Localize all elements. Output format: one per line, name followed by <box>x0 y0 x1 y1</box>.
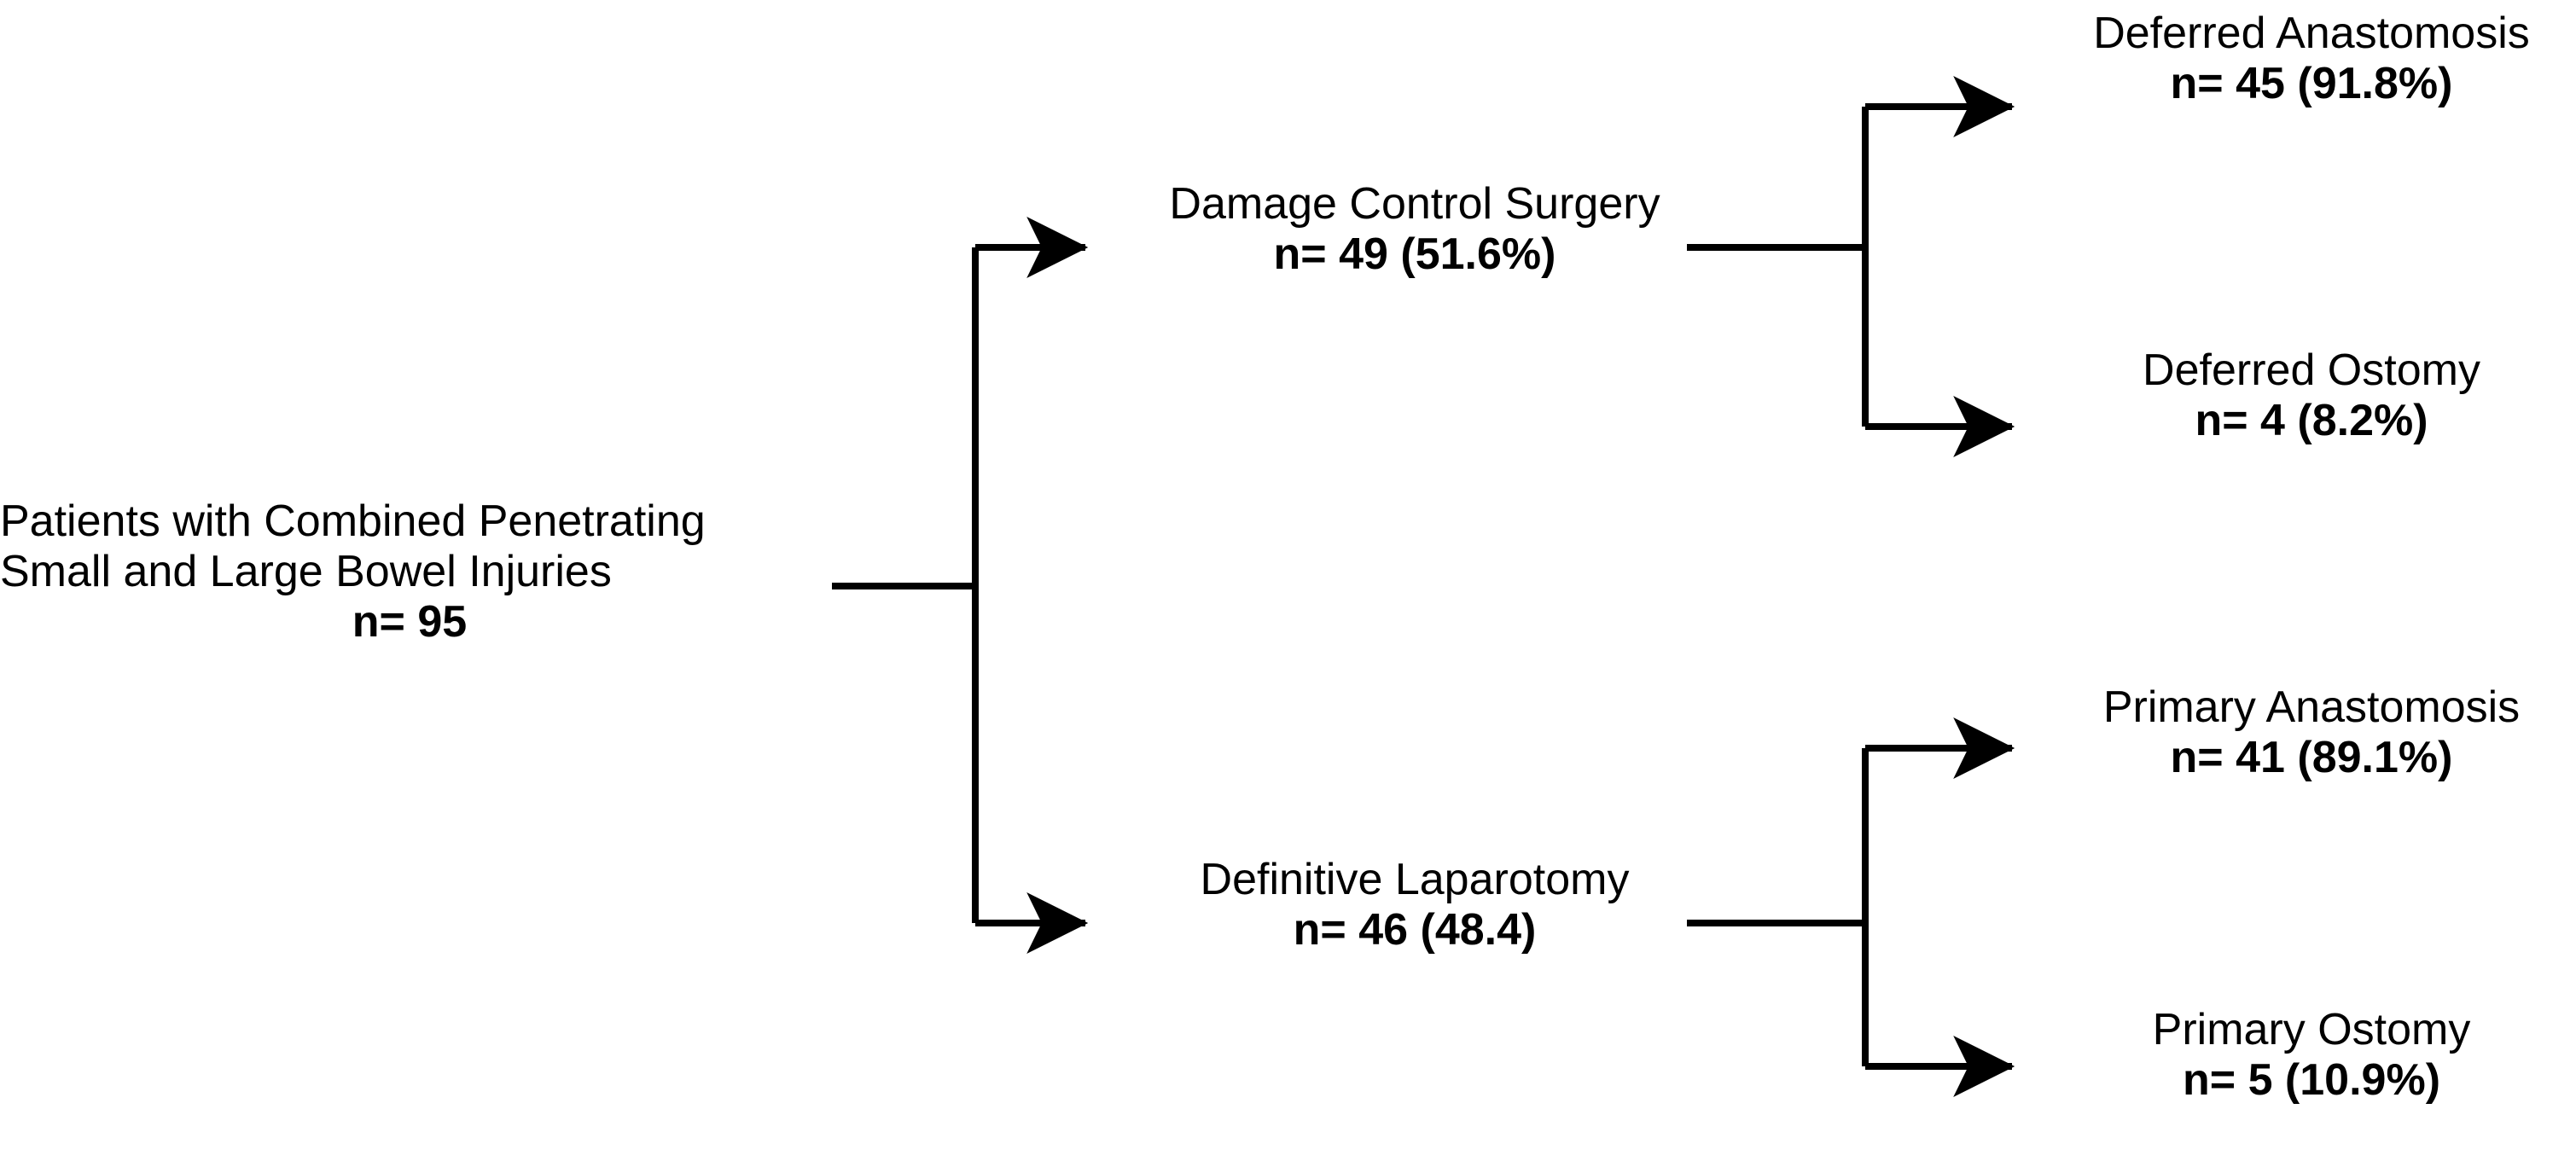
node-deferred-ostomy: Deferred Ostomy n= 4 (8.2%) <box>2051 346 2572 446</box>
node-deferred-anastomosis: Deferred Anastomosis n= 45 (91.8%) <box>2051 9 2572 109</box>
node-root: Patients with Combined Penetrating Small… <box>0 496 819 647</box>
node-definitive-laparotomy-title: Definitive Laparotomy <box>1200 855 1630 904</box>
node-damage-control-surgery: Damage Control Surgery n= 49 (51.6%) <box>1125 179 1705 280</box>
node-root-title-line1: Patients with Combined Penetrating <box>0 496 706 546</box>
node-damage-control-surgery-count: n= 49 (51.6%) <box>1273 229 1556 279</box>
node-deferred-anastomosis-count: n= 45 (91.8%) <box>2170 58 2453 108</box>
node-root-title-line2: Small and Large Bowel Injuries <box>0 546 612 596</box>
node-damage-control-surgery-title: Damage Control Surgery <box>1169 179 1660 229</box>
node-primary-anastomosis: Primary Anastomosis n= 41 (89.1%) <box>2051 682 2572 783</box>
node-primary-ostomy-count: n= 5 (10.9%) <box>2182 1054 2441 1105</box>
node-primary-ostomy-title: Primary Ostomy <box>2152 1005 2471 1054</box>
node-deferred-anastomosis-title: Deferred Anastomosis <box>2093 9 2530 58</box>
node-deferred-ostomy-count: n= 4 (8.2%) <box>2195 395 2428 445</box>
node-primary-anastomosis-count: n= 41 (89.1%) <box>2170 732 2453 782</box>
node-definitive-laparotomy: Definitive Laparotomy n= 46 (48.4) <box>1125 855 1705 955</box>
node-primary-anastomosis-title: Primary Anastomosis <box>2102 682 2521 732</box>
node-deferred-ostomy-title: Deferred Ostomy <box>2143 346 2480 395</box>
node-root-count: n= 95 <box>352 596 468 647</box>
node-definitive-laparotomy-count: n= 46 (48.4) <box>1293 904 1537 955</box>
node-primary-ostomy: Primary Ostomy n= 5 (10.9%) <box>2051 1005 2572 1106</box>
